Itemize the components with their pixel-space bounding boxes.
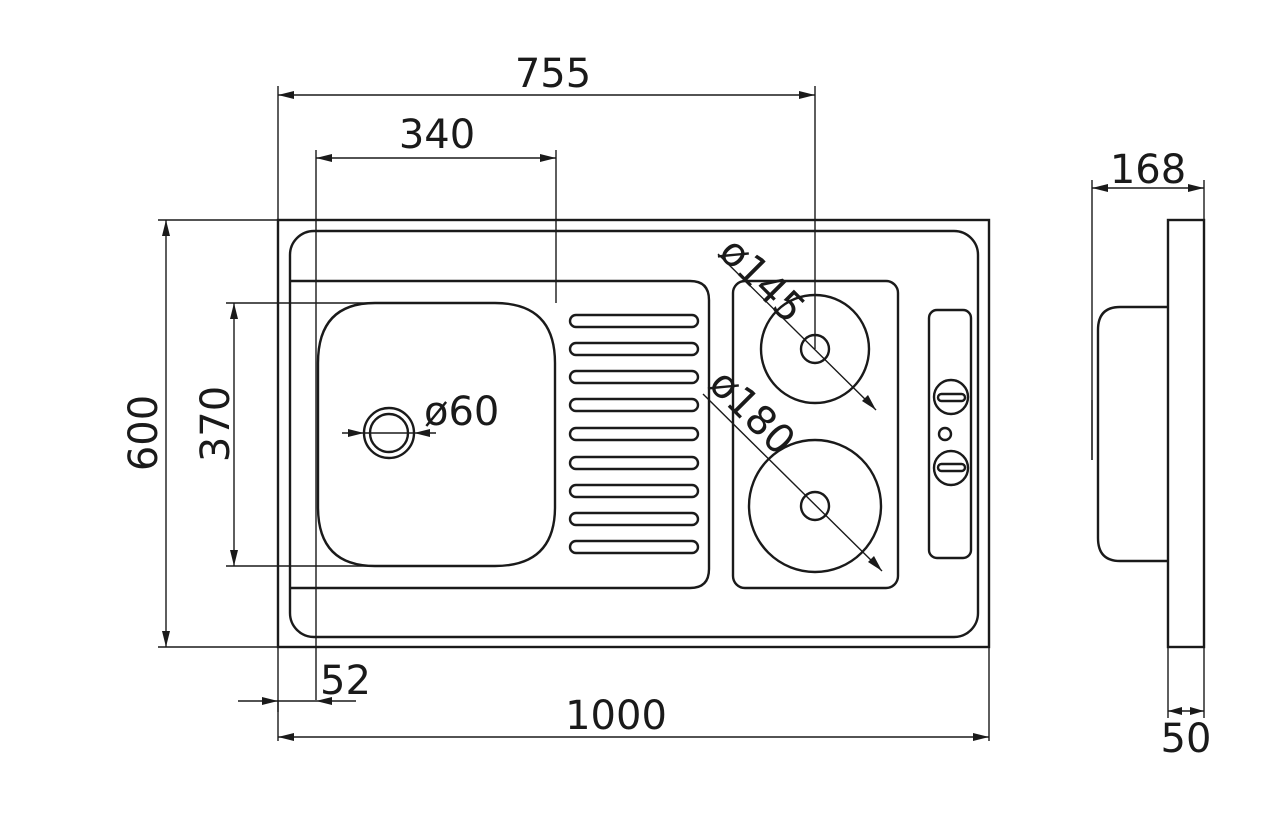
outer-frame <box>276 218 991 649</box>
dim-168: 168 <box>1091 147 1205 400</box>
inner-panel <box>288 229 980 639</box>
knob-bottom-ring <box>932 449 970 487</box>
control-panel <box>927 308 973 560</box>
dim-600-label: 600 <box>121 395 167 471</box>
sink-bowl <box>316 301 557 568</box>
dim-drain-label: ø60 <box>424 389 499 435</box>
dim-1000-label: 1000 <box>565 693 667 739</box>
drainer-rib <box>568 313 700 329</box>
control-knob-bottom <box>932 449 970 487</box>
dim-1000: 1000 <box>277 647 990 741</box>
dim-755: 755 <box>277 51 816 349</box>
drainer-rib <box>568 426 700 442</box>
drainer-rib <box>568 539 700 555</box>
sink-drainer-outline <box>290 279 711 590</box>
side-panel <box>1166 218 1206 649</box>
dim-370: 370 <box>193 302 375 567</box>
dim-50: 50 <box>1161 647 1212 762</box>
dim-340: 340 <box>315 112 557 700</box>
dim-600: 600 <box>121 219 278 648</box>
large-burner-plate <box>747 438 883 574</box>
dim-50-label: 50 <box>1161 716 1212 762</box>
side-bowl-profile <box>1096 305 1168 563</box>
knob-bottom-handle <box>936 462 967 473</box>
control-knob-top <box>932 378 970 416</box>
dim-52: 52 <box>238 647 371 712</box>
dim-large-burner: ø180 <box>700 361 883 572</box>
drainer-ribs <box>568 313 700 555</box>
dim-370-label: 370 <box>193 386 239 462</box>
large-burner-center <box>799 490 831 522</box>
dim-755-label: 755 <box>515 51 591 97</box>
large-burner <box>747 438 883 574</box>
indicator-light <box>937 426 953 442</box>
side-view <box>1091 218 1206 649</box>
knob-top-handle <box>936 392 967 403</box>
knob-top-ring <box>932 378 970 416</box>
dim-52-label: 52 <box>320 658 371 704</box>
dim-large-burner-label: ø180 <box>700 361 804 465</box>
drainer-rib <box>568 511 700 527</box>
drainer-rib <box>568 483 700 499</box>
drainer-rib <box>568 455 700 471</box>
drainer-rib <box>568 369 700 385</box>
drainer-rib <box>568 341 700 357</box>
dim-340-label: 340 <box>399 112 475 158</box>
dim-168-label: 168 <box>1110 147 1186 193</box>
drainer-rib <box>568 397 700 413</box>
dim-drain: ø60 <box>342 389 499 437</box>
